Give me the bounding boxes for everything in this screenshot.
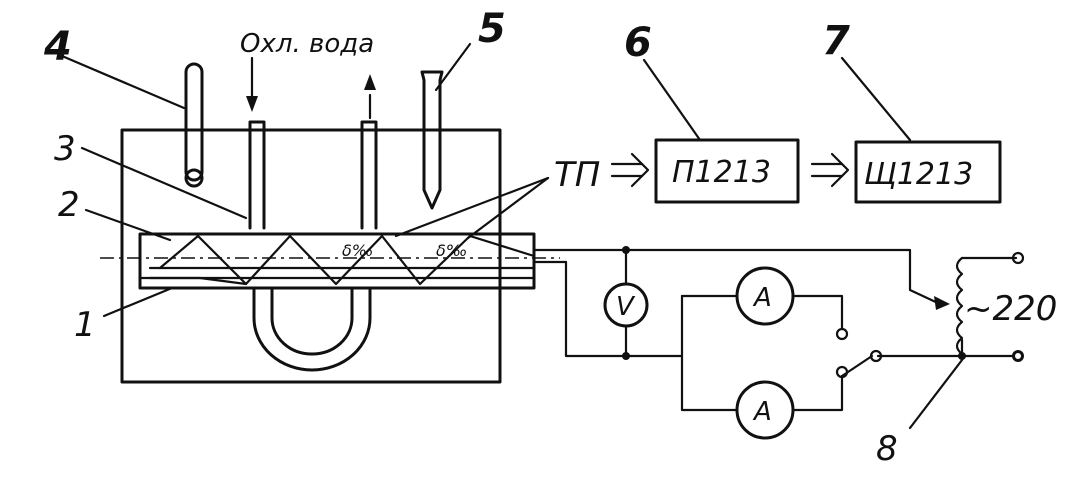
label-water: Охл. вода [240, 29, 374, 59]
label-5: 5 [478, 6, 506, 52]
label-tp: ТП [554, 155, 600, 195]
label-4: 4 [43, 24, 72, 70]
label-6: 6 [624, 20, 652, 66]
svg-text:δ‰: δ‰ [342, 241, 373, 260]
label-1: 1 [74, 305, 96, 345]
label-ammeter-top: A [752, 283, 772, 313]
label-block-6: П1213 [672, 155, 771, 190]
label-7: 7 [822, 18, 850, 64]
label-voltmeter: V [616, 292, 636, 322]
water-outlet-pipe [360, 74, 378, 230]
u-tube [252, 288, 372, 372]
label-2: 2 [58, 185, 80, 225]
block-7 [854, 140, 1002, 204]
autotransformer-coil [955, 256, 964, 356]
svg-text:δ‰: δ‰ [436, 241, 467, 260]
arrow-tp-to-6 [610, 152, 650, 188]
voltmeter [603, 282, 649, 328]
probe-5 [420, 70, 444, 210]
label-3: 3 [54, 129, 76, 169]
housing [120, 128, 502, 384]
label-8: 8 [876, 429, 898, 469]
arrow-6-to-7 [810, 152, 850, 188]
block-6 [654, 138, 800, 204]
water-inlet-pipe [246, 56, 266, 230]
ammeter-top [735, 266, 795, 326]
thermometer-4 [184, 62, 204, 188]
label-supply: ~220 [964, 289, 1057, 329]
heating-strip [100, 232, 560, 290]
circuit-wires [532, 248, 1018, 412]
label-ammeter-bottom: A [752, 397, 772, 427]
ammeter-bottom [735, 380, 795, 440]
label-block-7: Щ1213 [864, 157, 973, 192]
